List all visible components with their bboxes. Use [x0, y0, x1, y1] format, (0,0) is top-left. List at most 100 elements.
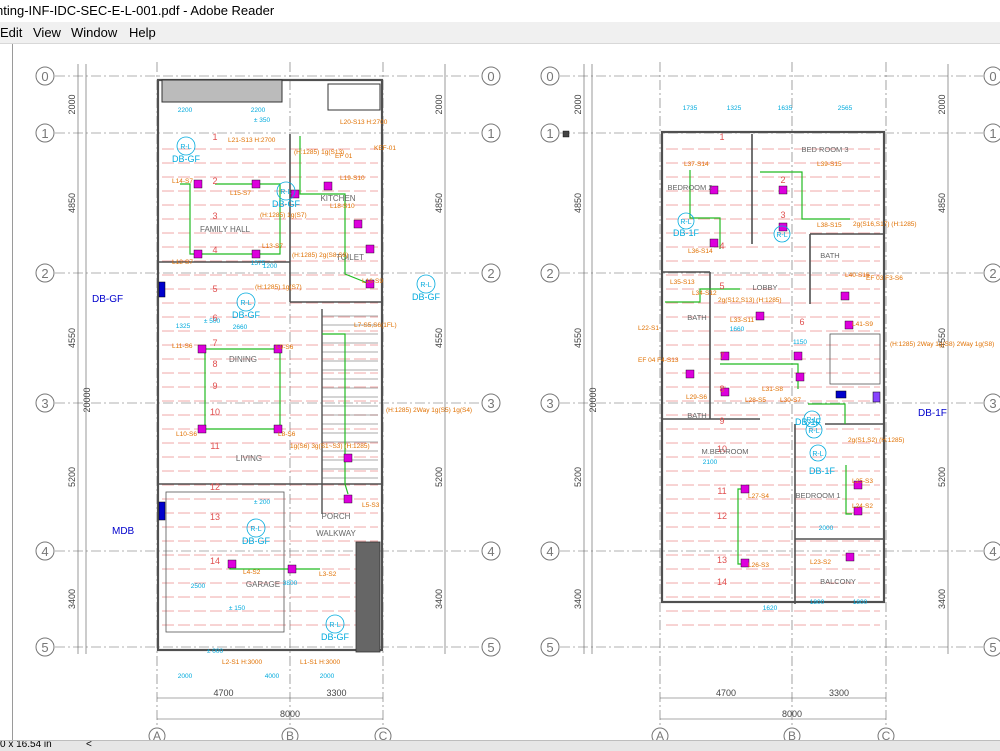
ff-grid-bubble-right-0	[983, 66, 1000, 86]
gf-light-point-7	[273, 424, 283, 434]
ff-grid-bubble-right-4	[983, 541, 1000, 561]
ff-circuit-label-0: L37-S14	[684, 161, 709, 168]
ff-grid-label-left-0: 0	[546, 69, 553, 84]
ff-room-2: LOBBY	[752, 283, 777, 292]
gf-grid-label-right-3: 3	[487, 396, 494, 411]
gf-rl-marker-1	[236, 292, 256, 312]
gf-light-point-6	[197, 424, 207, 434]
menu-window[interactable]: Window	[71, 25, 118, 40]
gf-light-point-2	[193, 249, 203, 259]
gf-dim-10: 2000	[320, 673, 335, 680]
gf-switch-note-5: 1g(S6) 3g(S1~S3) (H:1285)	[290, 443, 370, 450]
ff-dim-3: 2565	[838, 105, 853, 112]
ff-rl-board-2: DB-1F	[795, 417, 822, 427]
gf-point-number-1: 2	[212, 176, 217, 186]
gf-grid-bubble-col-2	[374, 727, 392, 740]
ff-dim-left-2: 4550	[573, 328, 583, 348]
gf-grid-bubble-right-2	[481, 263, 501, 283]
navigation-pane-border[interactable]	[0, 44, 13, 740]
ff-dim-left-0: 2000	[573, 94, 583, 114]
ff-grid-bubble-left-3	[540, 393, 560, 413]
gf-rl-marker-3	[325, 614, 345, 634]
ff-grid-label-col-0: A	[656, 729, 664, 740]
ff-room-0: BEDROOM 2	[667, 183, 712, 192]
gf-dim-bottom-total: 8000	[280, 709, 300, 719]
ff-dim-right-1: 4850	[937, 193, 947, 213]
gf-circuit-label-13: L16-S9	[362, 278, 383, 285]
gf-dim-14: ± 150	[229, 605, 246, 612]
gf-room-walkway: WALKWAY	[316, 529, 356, 538]
gf-grid-bubble-left-4	[35, 541, 55, 561]
menu-help[interactable]: Help	[129, 25, 156, 40]
ff-light-point-2	[709, 238, 719, 248]
ff-dim-right-4: 3400	[937, 589, 947, 609]
menu-bar: Edit View Window Help	[0, 22, 1000, 44]
ff-circuit-label-2: L38-S15	[817, 222, 842, 229]
gf-dim-left-2: 4550	[67, 328, 77, 348]
gf-rl-marker-2	[246, 518, 266, 538]
ff-db-1f-board	[835, 390, 847, 399]
ff-grid-label-left-4: 4	[546, 544, 553, 559]
gf-grid-label-right-5: 5	[487, 640, 494, 655]
gf-grid-bubble-left-0	[35, 66, 55, 86]
ff-circuit-label-16: L24-S2	[852, 503, 873, 510]
gf-point-number-0: 1	[212, 132, 217, 142]
gf-grid-label-col-2: C	[379, 729, 388, 740]
ff-rl-board-0: DB-1F	[673, 228, 700, 238]
gf-dim-bottom-0: 4700	[213, 688, 233, 698]
gf-wiring-0	[180, 183, 281, 255]
ff-wiring-6	[808, 403, 846, 424]
ff-wiring-0	[689, 170, 721, 249]
gf-light-point-3	[251, 249, 261, 259]
ff-light-point-1	[778, 185, 788, 195]
gf-rl-marker-4	[416, 274, 436, 294]
ff-dim-0: 1735	[683, 105, 698, 112]
ff-dim-left-total: 20000	[588, 387, 598, 412]
ff-grid-bubble-col-2	[877, 727, 895, 740]
gf-walkway-hatch	[355, 541, 381, 653]
gf-grid-label-left-1: 1	[41, 126, 48, 141]
ff-wiring-1	[760, 171, 850, 220]
gf-rl-text-2: R-L	[250, 526, 261, 533]
gf-wiring-3	[299, 136, 371, 285]
gf-circuit-label-14: L4-S2	[243, 569, 261, 576]
menu-view[interactable]: View	[33, 25, 61, 40]
ff-light-point-15	[840, 291, 850, 301]
gf-light-point-8	[227, 559, 237, 569]
gf-rl-marker-5	[276, 181, 296, 201]
gf-circuit-label-6: L11-S6	[172, 343, 193, 350]
ff-room-1: BED ROOM 3	[801, 145, 848, 154]
ff-rl-text-2: R-L	[806, 417, 817, 424]
gf-grid-label-right-4: 4	[487, 544, 494, 559]
ff-grid-bubble-left-2	[540, 263, 560, 283]
gf-grid-bubble-right-1	[481, 123, 501, 143]
gf-grid-bubble-left-5	[35, 637, 55, 657]
gf-db-gf-board	[158, 281, 166, 298]
ff-room-5: BATH	[687, 411, 706, 420]
gf-point-number-9: 10	[210, 407, 220, 417]
ff-light-point-4	[755, 311, 765, 321]
gf-switch-note-1: (H:1285) 1g(S7)	[260, 212, 307, 219]
gf-grid-label-right-2: 2	[487, 266, 494, 281]
gf-outer-wall	[156, 78, 384, 652]
gf-room-toilet: TOILET	[336, 253, 364, 262]
ff-dim-6: 2100	[703, 459, 718, 466]
ff-dim-left-3: 5200	[573, 467, 583, 487]
ff-point-number-10: 11	[717, 486, 726, 496]
ff-rl-marker-4	[805, 421, 823, 439]
gf-dim-2: 1575	[251, 260, 266, 267]
page-size-label: 0 x 16.54 in	[0, 740, 52, 750]
ff-circuit-label-3: L36-S14	[688, 248, 713, 255]
ff-circuit-label-19: EF 04 F4-S13	[638, 357, 679, 364]
nav-arrow-icon[interactable]: <	[86, 740, 92, 750]
gf-circuit-label-4: L12-S7	[172, 259, 193, 266]
ff-room-7: BEDROOM 1	[795, 491, 840, 500]
gf-light-point-15	[365, 279, 375, 289]
ff-circuit-label-18: L22-S1	[638, 325, 659, 332]
ff-grid-label-right-1: 1	[989, 126, 996, 141]
menu-edit[interactable]: Edit	[0, 25, 23, 40]
ff-dim-10: 1800	[853, 599, 868, 606]
ff-light-point-10	[740, 484, 750, 494]
document-view[interactable]	[0, 44, 1000, 740]
